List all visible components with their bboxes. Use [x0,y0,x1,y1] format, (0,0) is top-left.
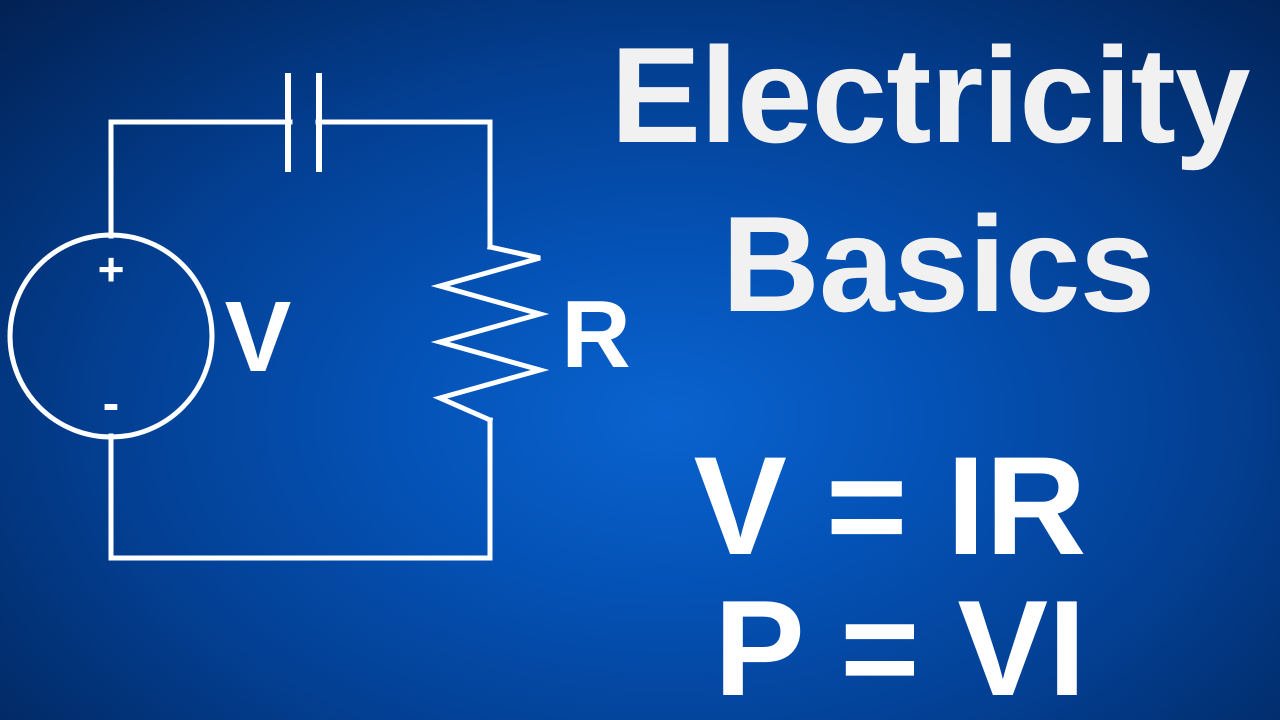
title-line-1: Electricity [610,19,1250,171]
equation-power: P = VI [714,572,1086,720]
voltage-source-circle [7,232,215,440]
equation-ohms-law: V = IR [693,427,1087,584]
voltage-label: V [225,281,292,393]
wire-bottom [108,417,493,561]
minus-sign: - [103,375,120,431]
resistor-zigzag [430,244,550,424]
resistor-label: R [561,281,630,388]
wire-top-right [315,119,493,250]
wire-top-left [108,119,293,239]
title-line-2: Basics [721,188,1156,340]
plus-sign: + [98,243,125,295]
